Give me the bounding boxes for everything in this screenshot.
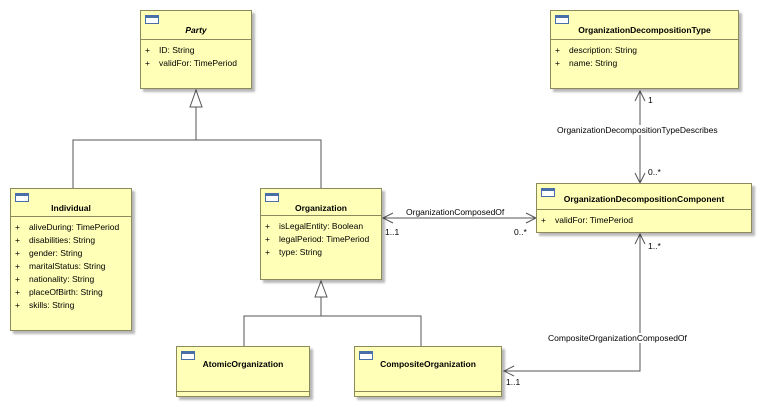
attribute: +name: String [555, 58, 618, 68]
assoc-label-composite-composed-of: CompositeOrganizationComposedOf [548, 333, 687, 343]
attribute: +type: String [265, 247, 322, 257]
attribute-list: +validFor: TimePeriod [537, 210, 751, 227]
attribute: +validFor: TimePeriod [145, 58, 237, 68]
assoc-label-composed-of: OrganizationComposedOf [406, 207, 505, 217]
class-header: Organization [261, 189, 381, 216]
attribute: +validFor: TimePeriod [541, 215, 633, 225]
multiplicity-composed-of-source: 1..1 [385, 227, 400, 237]
class-organization-decomposition-component[interactable]: OrganizationDecompositionComponent +vali… [536, 183, 752, 233]
class-icon [359, 351, 373, 360]
attribute: +description: String [555, 45, 638, 55]
class-icon [541, 188, 555, 197]
class-name: OrganizationDecompositionComponent [563, 194, 725, 204]
attribute: +maritalStatus: String [15, 261, 106, 271]
class-header: AtomicOrganization [177, 347, 309, 392]
generalization-arrowhead-party [189, 88, 203, 108]
class-organization-decomposition-type[interactable]: OrganizationDecompositionType +descripti… [550, 10, 739, 89]
class-party[interactable]: Party +ID: String +validFor: TimePeriod [140, 10, 252, 89]
attribute: +nationality: String [15, 274, 95, 284]
attribute: +aliveDuring: TimePeriod [15, 222, 120, 232]
class-atomic-organization[interactable]: AtomicOrganization [176, 346, 310, 397]
attribute-list: +aliveDuring: TimePeriod +disabilities: … [11, 217, 131, 312]
class-name: Party [185, 25, 207, 35]
class-icon [265, 193, 279, 202]
multiplicity-type-describes-source: 1 [648, 95, 653, 105]
multiplicity-composed-of-target: 0..* [514, 227, 527, 237]
class-name: Organization [295, 203, 347, 213]
class-icon [15, 193, 29, 202]
class-header: Party [141, 11, 251, 40]
generalization-individual-party [72, 139, 322, 188]
attribute: +ID: String [145, 45, 195, 55]
attribute: +gender: String [15, 248, 83, 258]
attribute: +legalPeriod: TimePeriod [265, 234, 370, 244]
class-individual[interactable]: Individual +aliveDuring: TimePeriod +dis… [10, 188, 132, 331]
attribute: +isLegalEntity: Boolean [265, 221, 364, 231]
attribute: +disabilities: String [15, 235, 96, 245]
assoc-arrow-type-describes-top [634, 89, 646, 102]
class-organization[interactable]: Organization +isLegalEntity: Boolean +le… [260, 188, 382, 280]
class-icon [555, 15, 569, 24]
attribute-list: +isLegalEntity: Boolean +legalPeriod: Ti… [261, 216, 381, 259]
class-name: OrganizationDecompositionType [578, 25, 711, 35]
generalization-arrowhead-organization [314, 279, 328, 298]
attribute: +placeOfBirth: String [15, 287, 103, 297]
multiplicity-type-describes-target: 0..* [648, 167, 661, 177]
assoc-arrow-composite-left [502, 365, 515, 377]
class-composite-organization[interactable]: CompositeOrganization [354, 346, 502, 397]
class-header: OrganizationDecompositionType [551, 11, 738, 40]
assoc-arrow-composite-top [634, 232, 646, 245]
class-name: AtomicOrganization [202, 359, 284, 369]
class-icon [181, 351, 195, 360]
attribute-list: +description: String +name: String [551, 40, 738, 70]
class-name: CompositeOrganization [380, 359, 476, 369]
generalization-atomic-composite [243, 315, 422, 346]
multiplicity-composite-target: 1..1 [506, 377, 521, 387]
attribute: +skills: String [15, 300, 75, 310]
class-header: CompositeOrganization [355, 347, 501, 392]
assoc-line-composite-composed-of [504, 234, 641, 372]
class-header: OrganizationDecompositionComponent [537, 184, 751, 210]
class-header: Individual [11, 189, 131, 217]
class-name: Individual [51, 203, 91, 213]
assoc-label-type-describes: OrganizationDecompositionTypeDescribes [557, 125, 718, 135]
attribute-list: +ID: String +validFor: TimePeriod [141, 40, 251, 70]
multiplicity-composite-source: 1..* [648, 241, 661, 251]
assoc-arrow-composed-of-left [381, 212, 394, 224]
class-icon [145, 15, 159, 24]
